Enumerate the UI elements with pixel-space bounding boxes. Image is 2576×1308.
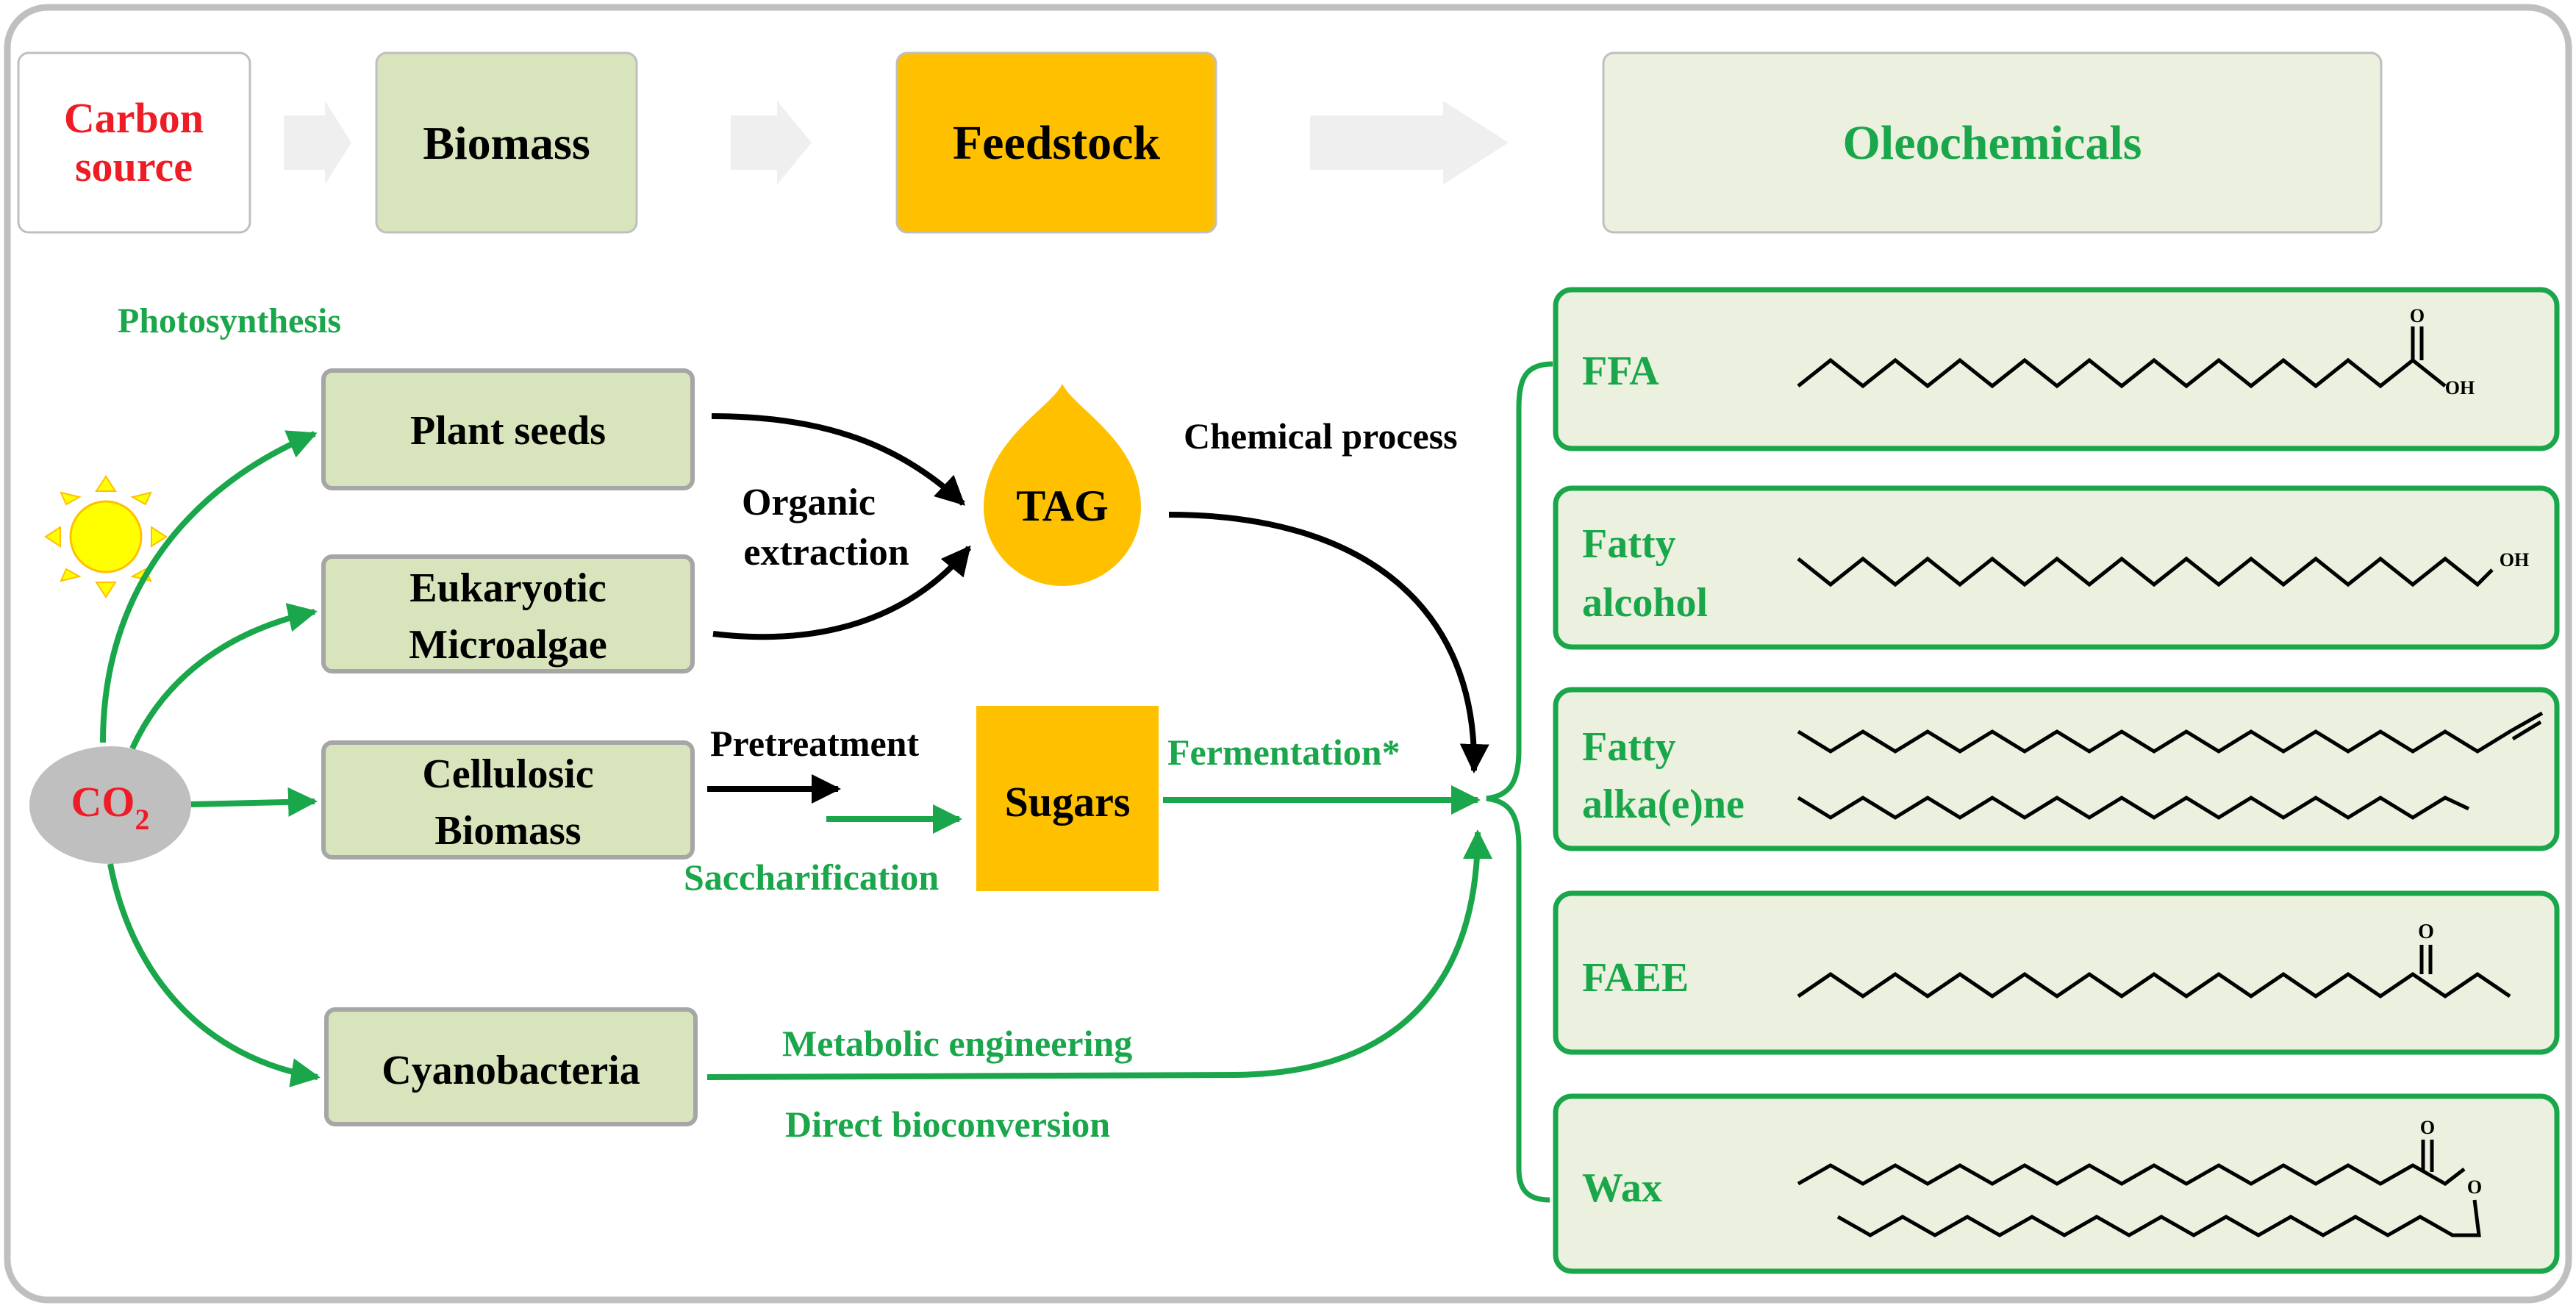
- ffa-oxygen: O: [2410, 305, 2425, 326]
- cyanobacteria-box: [324, 1007, 698, 1126]
- microalgae-box: [321, 554, 695, 673]
- alkane-structure: [1797, 796, 2470, 820]
- oleochemicals-header-label: Oleochemicals: [1843, 116, 2142, 170]
- cyanobacteria-to-products-arrow: [706, 829, 1492, 1080]
- co2-to-microalgae-arrow: [129, 603, 318, 750]
- wax-acyl-structure: [1797, 1163, 2466, 1186]
- header-arrow-3: [1310, 101, 1509, 185]
- organic-extraction-line2: extraction: [743, 532, 909, 573]
- ffa-hydroxyl: OH: [2445, 377, 2475, 399]
- fatty-alkene-label-line2: alka(e)ne: [1582, 782, 1745, 827]
- wax-ester-oxygen: O: [2467, 1176, 2482, 1198]
- fatty-alcohol-box: [1553, 485, 2560, 650]
- faee-oxygen: O: [2418, 921, 2434, 943]
- co2-to-plant-seeds-arrow: [100, 430, 318, 743]
- wax-label: Wax: [1582, 1165, 1662, 1211]
- metabolic-engineering-label: Metabolic engineering: [782, 1023, 1132, 1064]
- pretreatment-label: Pretreatment: [710, 723, 919, 764]
- fermentation-label: Fermentation*: [1167, 732, 1400, 773]
- carbon-source-label-line2: source: [75, 143, 193, 190]
- carbon-source-box: [17, 51, 251, 234]
- tag-label: TAG: [1016, 482, 1109, 530]
- header-arrow-2: [731, 101, 812, 185]
- faee-structure: [1797, 971, 2511, 999]
- microalgae-to-tag-arrow: [712, 545, 972, 640]
- tag-to-products-arrow: [1168, 512, 1489, 773]
- alkene-structure: [1797, 711, 2544, 754]
- ffa-label: FFA: [1582, 349, 1659, 394]
- sugars-box: [976, 706, 1159, 891]
- plant-seeds-to-tag-arrow: [711, 413, 965, 506]
- plant-seeds-label: Plant seeds: [410, 408, 606, 454]
- feedstock-header-box: [895, 51, 1217, 234]
- fatty-alkene-box: [1553, 687, 2560, 851]
- faee-label: FAEE: [1582, 955, 1689, 1001]
- cellulosic-biomass-box: [321, 740, 695, 860]
- microalgae-label-line2: Microalgae: [409, 622, 607, 668]
- sugars-label: Sugars: [1005, 778, 1131, 826]
- saccharification-label: Saccharification: [684, 857, 939, 898]
- fatty-alcohol-hydroxyl: OH: [2500, 549, 2529, 571]
- ffa-box: [1553, 287, 2560, 451]
- biomass-header-box: [375, 51, 638, 234]
- header-arrow-1: [284, 101, 351, 185]
- organic-extraction-line1: Organic: [742, 482, 876, 523]
- feedstock-header-label: Feedstock: [953, 116, 1161, 170]
- faee-box: [1553, 890, 2560, 1055]
- co2-node: [29, 746, 191, 864]
- fatty-alcohol-structure: [1797, 556, 2494, 587]
- co2-to-cyanobacteria-arrow: [107, 863, 321, 1087]
- ffa-structure: [1797, 357, 2447, 389]
- cellulosic-label-line1: Cellulosic: [422, 751, 593, 797]
- photosynthesis-label: Photosynthesis: [118, 301, 341, 340]
- wax-carbonyl-oxygen: O: [2420, 1117, 2435, 1138]
- products-brace: [1486, 361, 1553, 1203]
- fatty-alcohol-label-line1: Fatty: [1582, 521, 1676, 567]
- chemical-process-label: Chemical process: [1184, 415, 1458, 457]
- cellulosic-label-line2: Biomass: [434, 808, 581, 854]
- fatty-alcohol-label-line2: alcohol: [1582, 580, 1708, 626]
- co2-to-cellulosic-arrow: [190, 787, 318, 817]
- microalgae-label-line1: Eukaryotic: [409, 565, 607, 611]
- oleochemicals-header-box: [1602, 51, 2383, 234]
- carbon-source-label-line1: Carbon: [64, 94, 204, 142]
- biomass-header-label: Biomass: [423, 117, 590, 169]
- tag-droplet: [984, 384, 1141, 586]
- direct-bioconversion-label: Direct bioconversion: [785, 1104, 1110, 1145]
- fatty-alkene-label-line1: Fatty: [1582, 724, 1676, 770]
- plant-seeds-box: [321, 368, 695, 490]
- cyanobacteria-label: Cyanobacteria: [382, 1048, 640, 1093]
- wax-alcohol-structure: [1836, 1199, 2481, 1237]
- co2-label: CO2: [71, 778, 150, 836]
